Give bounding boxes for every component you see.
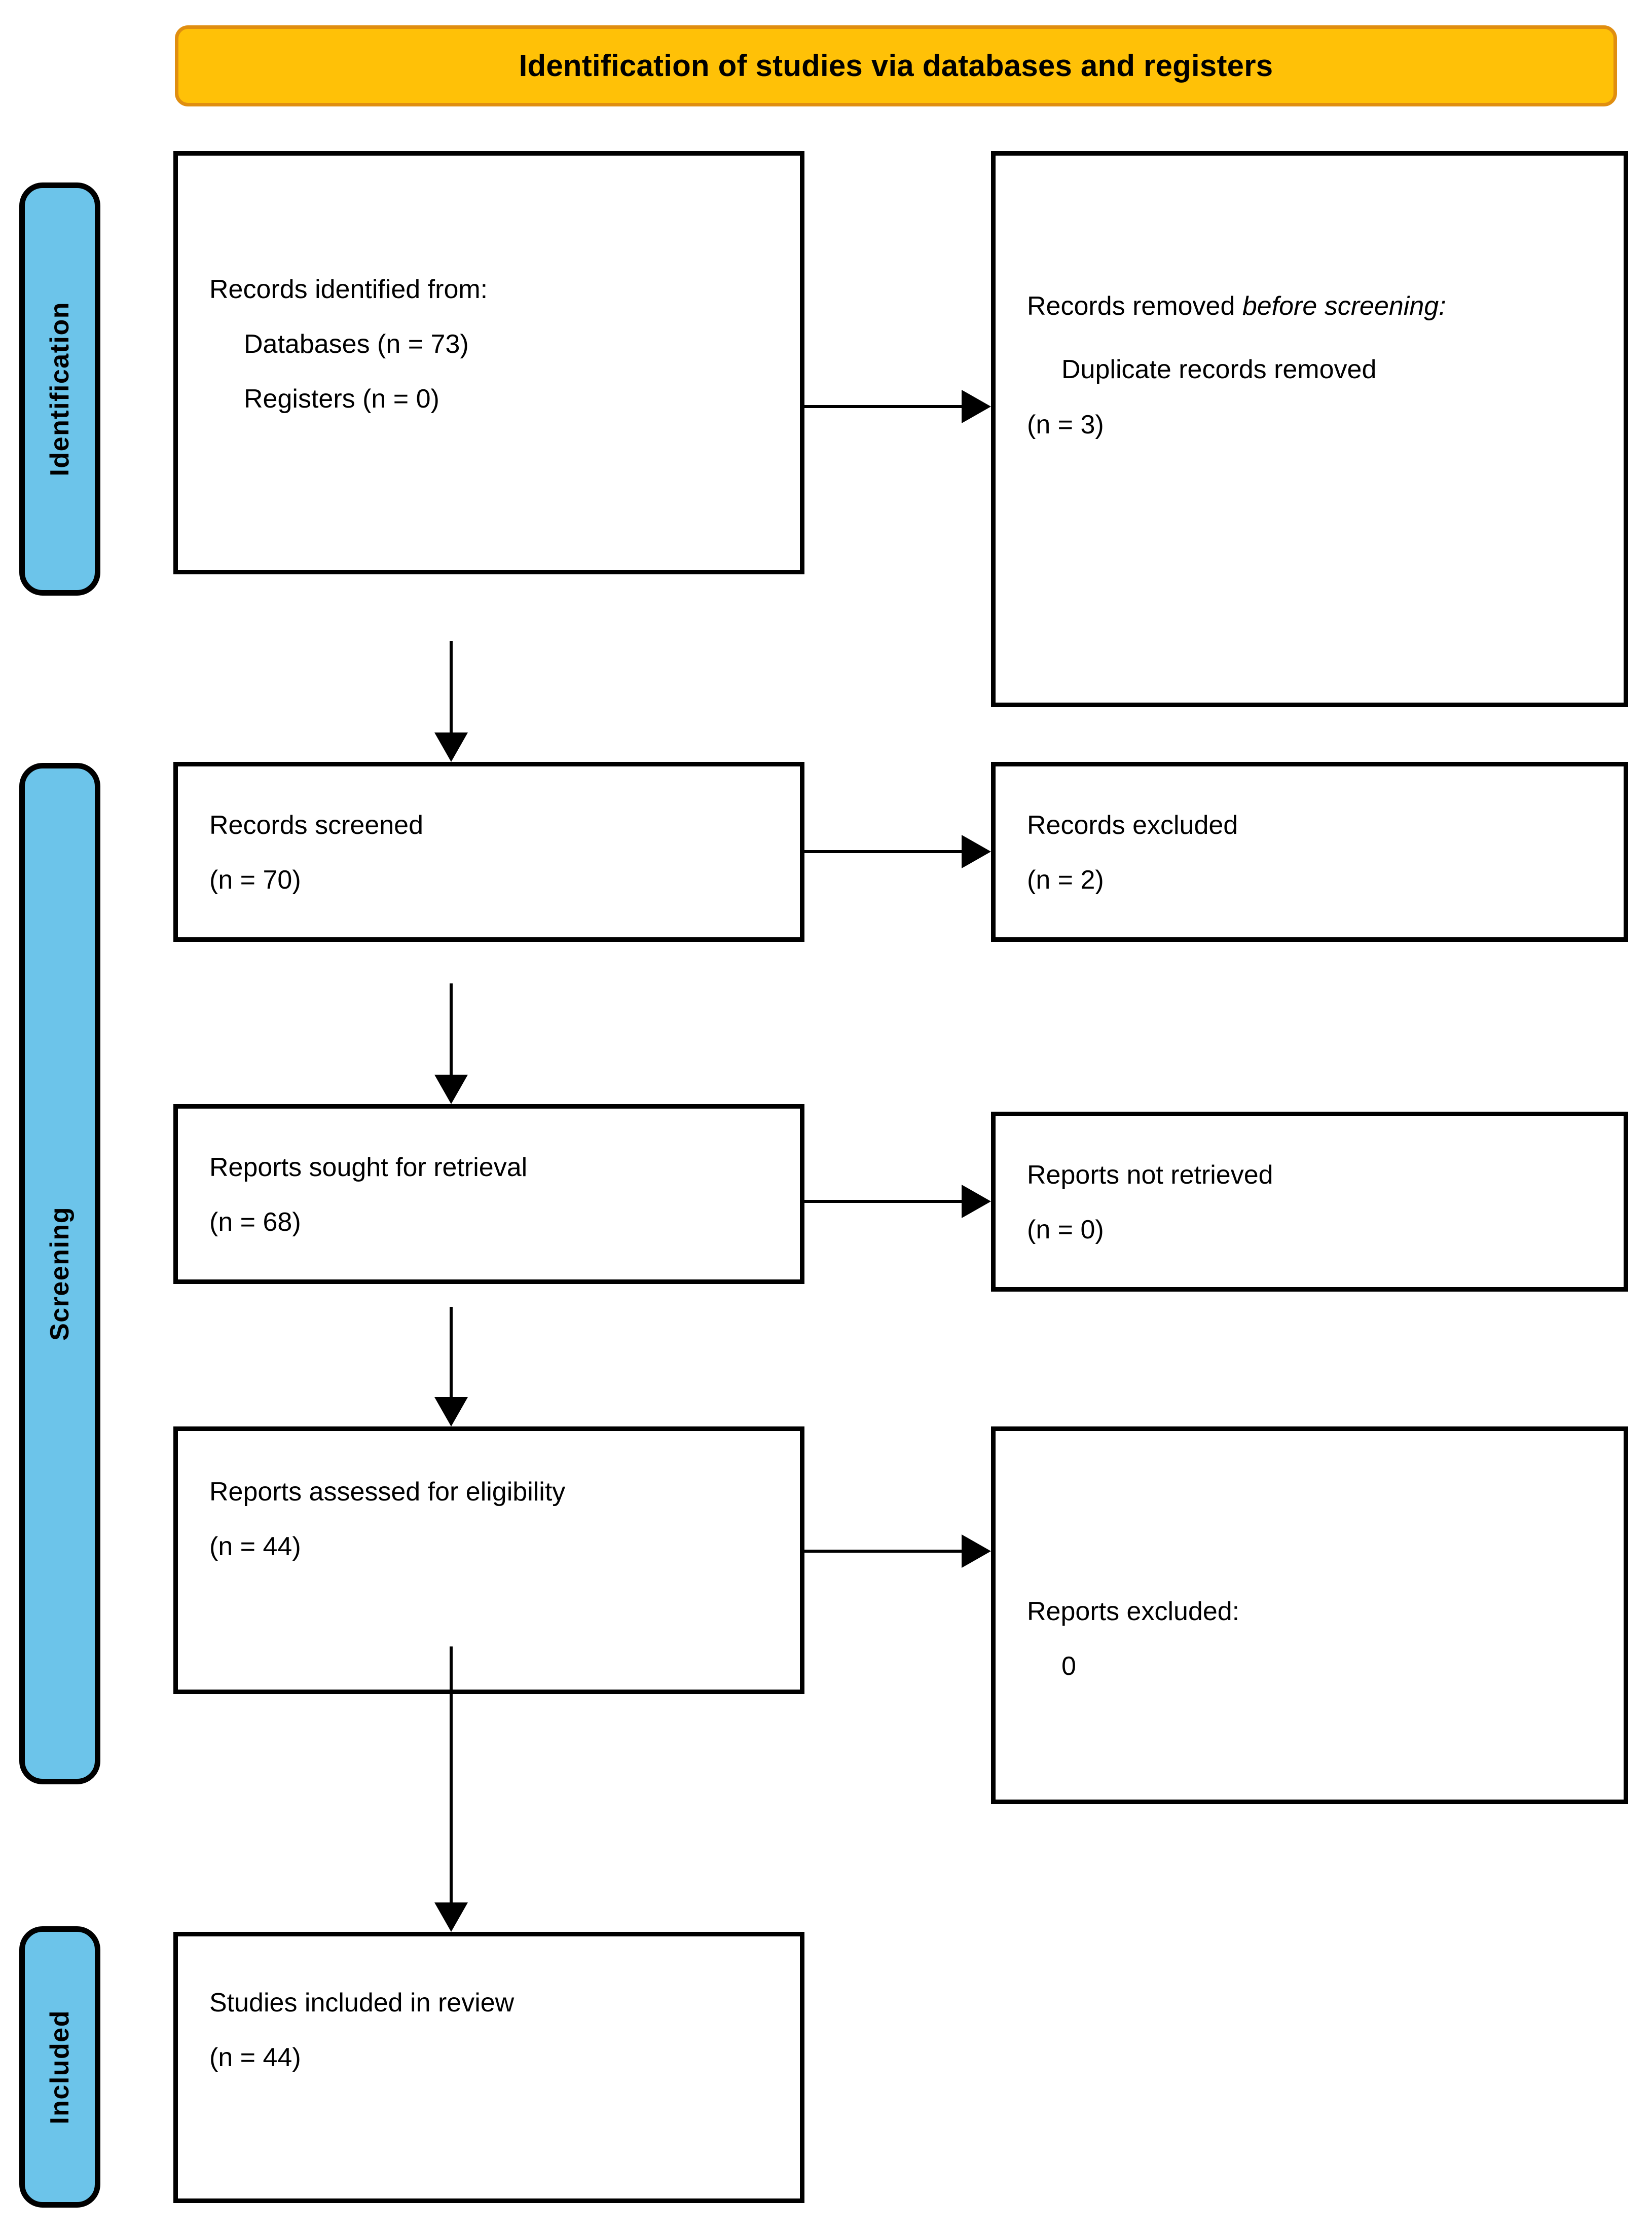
reports-not-retrieved-heading: Reports not retrieved xyxy=(1027,1160,1273,1190)
box-records-screened: Records screened (n = 70) xyxy=(173,762,804,942)
box-records-excluded-body: Records excluded (n = 2) xyxy=(1027,812,1604,893)
box-records-removed-body: Records removed before screening: Duplic… xyxy=(1027,286,1604,445)
records-identified-heading: Records identified from: xyxy=(209,275,488,304)
records-screened-heading: Records screened xyxy=(209,811,423,840)
arrow-shaft xyxy=(804,850,962,853)
box-reports-assessed-for-eligibility: Reports assessed for eligibility (n = 44… xyxy=(173,1426,804,1694)
box-records-excluded: Records excluded (n = 2) xyxy=(991,762,1628,942)
box-reports-sought-for-retrieval: Reports sought for retrieval (n = 68) xyxy=(173,1104,804,1284)
box-studies-included-body: Studies included in review (n = 44) xyxy=(209,1990,781,2071)
diagram-title: Identification of studies via databases … xyxy=(519,49,1273,83)
studies-included-count: (n = 44) xyxy=(209,2043,301,2072)
reports-sought-heading: Reports sought for retrieval xyxy=(209,1153,528,1182)
box-reports-excluded: Reports excluded: 0 xyxy=(991,1426,1628,1804)
records-screened-count: (n = 70) xyxy=(209,865,301,895)
records-removed-heading-emphasis: before screening xyxy=(1242,291,1439,321)
reports-not-retrieved-count: (n = 0) xyxy=(1027,1215,1104,1244)
records-identified-registers: Registers (n = 0) xyxy=(244,384,439,414)
arrow-head xyxy=(962,390,991,423)
arrow-head xyxy=(962,1185,991,1218)
arrow-head xyxy=(434,732,468,762)
box-records-identified: Records identified from: Databases (n = … xyxy=(173,151,804,574)
stage-label-identification: Identification xyxy=(19,182,100,596)
records-removed-heading-part1: Records removed xyxy=(1027,291,1242,321)
arrow-head xyxy=(434,1075,468,1104)
reports-excluded-heading: Reports excluded: xyxy=(1027,1597,1240,1626)
duplicate-records-removed-count: (n = 3) xyxy=(1027,410,1104,440)
arrow-head xyxy=(434,1902,468,1932)
reports-assessed-count: (n = 44) xyxy=(209,1532,301,1561)
duplicate-records-removed: Duplicate records removed xyxy=(1061,355,1377,385)
arrow-shaft xyxy=(804,1200,962,1203)
arrow-head xyxy=(434,1397,468,1426)
box-reports-assessed-body: Reports assessed for eligibility (n = 44… xyxy=(209,1479,781,1560)
box-studies-included-in-review: Studies included in review (n = 44) xyxy=(173,1932,804,2203)
stage-label-included-text: Included xyxy=(45,2009,75,2124)
records-excluded-heading: Records excluded xyxy=(1027,811,1238,840)
box-reports-not-retrieved: Reports not retrieved (n = 0) xyxy=(991,1112,1628,1292)
reports-assessed-heading: Reports assessed for eligibility xyxy=(209,1477,566,1507)
arrow-shaft xyxy=(804,1550,962,1553)
arrow-shaft xyxy=(450,983,453,1075)
reports-sought-count: (n = 68) xyxy=(209,1207,301,1237)
box-records-screened-body: Records screened (n = 70) xyxy=(209,812,781,893)
stage-label-identification-text: Identification xyxy=(45,302,75,476)
box-reports-sought-body: Reports sought for retrieval (n = 68) xyxy=(209,1154,781,1235)
reports-excluded-count: 0 xyxy=(1061,1652,1076,1681)
studies-included-heading: Studies included in review xyxy=(209,1988,515,2018)
stage-label-screening-text: Screening xyxy=(45,1206,75,1341)
arrow-shaft xyxy=(450,1307,453,1397)
records-removed-heading-colon: : xyxy=(1439,291,1446,321)
box-records-identified-body: Records identified from: Databases (n = … xyxy=(209,276,781,412)
stage-label-screening: Screening xyxy=(19,763,100,1784)
records-removed-heading: Records removed before screening: xyxy=(1027,286,1604,326)
arrow-shaft xyxy=(450,641,453,732)
diagram-header-banner: Identification of studies via databases … xyxy=(175,25,1617,106)
stage-label-included: Included xyxy=(19,1926,100,2208)
arrow-head xyxy=(962,1534,991,1568)
box-records-removed-before-screening: Records removed before screening: Duplic… xyxy=(991,151,1628,707)
arrow-shaft xyxy=(450,1646,453,1902)
box-reports-not-retrieved-body: Reports not retrieved (n = 0) xyxy=(1027,1162,1604,1243)
arrow-shaft xyxy=(804,405,962,408)
records-excluded-count: (n = 2) xyxy=(1027,865,1104,895)
arrow-head xyxy=(962,835,991,868)
box-reports-excluded-body: Reports excluded: 0 xyxy=(1027,1598,1604,1679)
records-identified-databases: Databases (n = 73) xyxy=(244,329,469,359)
